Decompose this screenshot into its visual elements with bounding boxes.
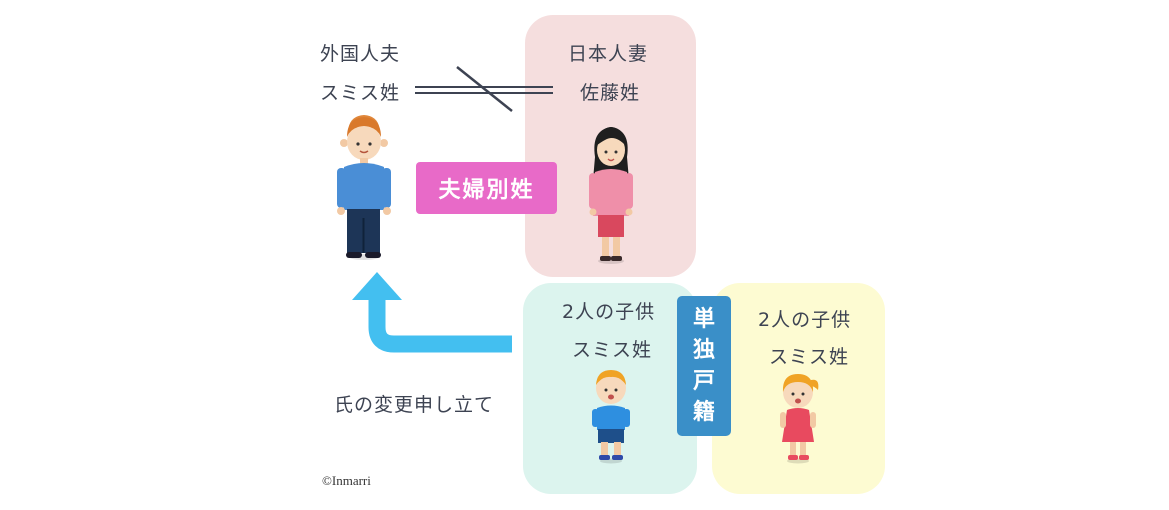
child2-surname: スミス姓 <box>769 346 850 368</box>
child1-label: 2人の子供 <box>562 301 656 323</box>
single-registry-char-2: 独 <box>692 338 715 363</box>
single-registry-char-4: 籍 <box>692 400 715 425</box>
single-registry-char-3: 戸 <box>692 369 715 394</box>
name-change-petition-label: 氏の変更申し立て <box>334 394 495 416</box>
separate-surnames-badge: 夫婦別姓 <box>416 162 557 214</box>
single-registry-badge: 単 独 戸 籍 <box>677 296 731 436</box>
husband-surname: スミス姓 <box>320 82 401 104</box>
single-registry-char-1: 単 <box>692 307 715 332</box>
wife-surname: 佐藤姓 <box>580 82 641 104</box>
copyright-text: ©Inmarri <box>322 473 371 488</box>
husband-label: 外国人夫 <box>320 43 401 65</box>
wife-label: 日本人妻 <box>568 43 649 65</box>
child1-figure <box>592 370 630 464</box>
child2-label: 2人の子供 <box>758 309 852 331</box>
broken-link-icon <box>415 66 553 112</box>
wife-figure <box>589 127 633 264</box>
child1-surname: スミス姓 <box>572 339 653 361</box>
husband-figure <box>337 115 391 260</box>
child2-figure <box>780 374 819 464</box>
name-change-arrow-icon <box>352 272 512 353</box>
